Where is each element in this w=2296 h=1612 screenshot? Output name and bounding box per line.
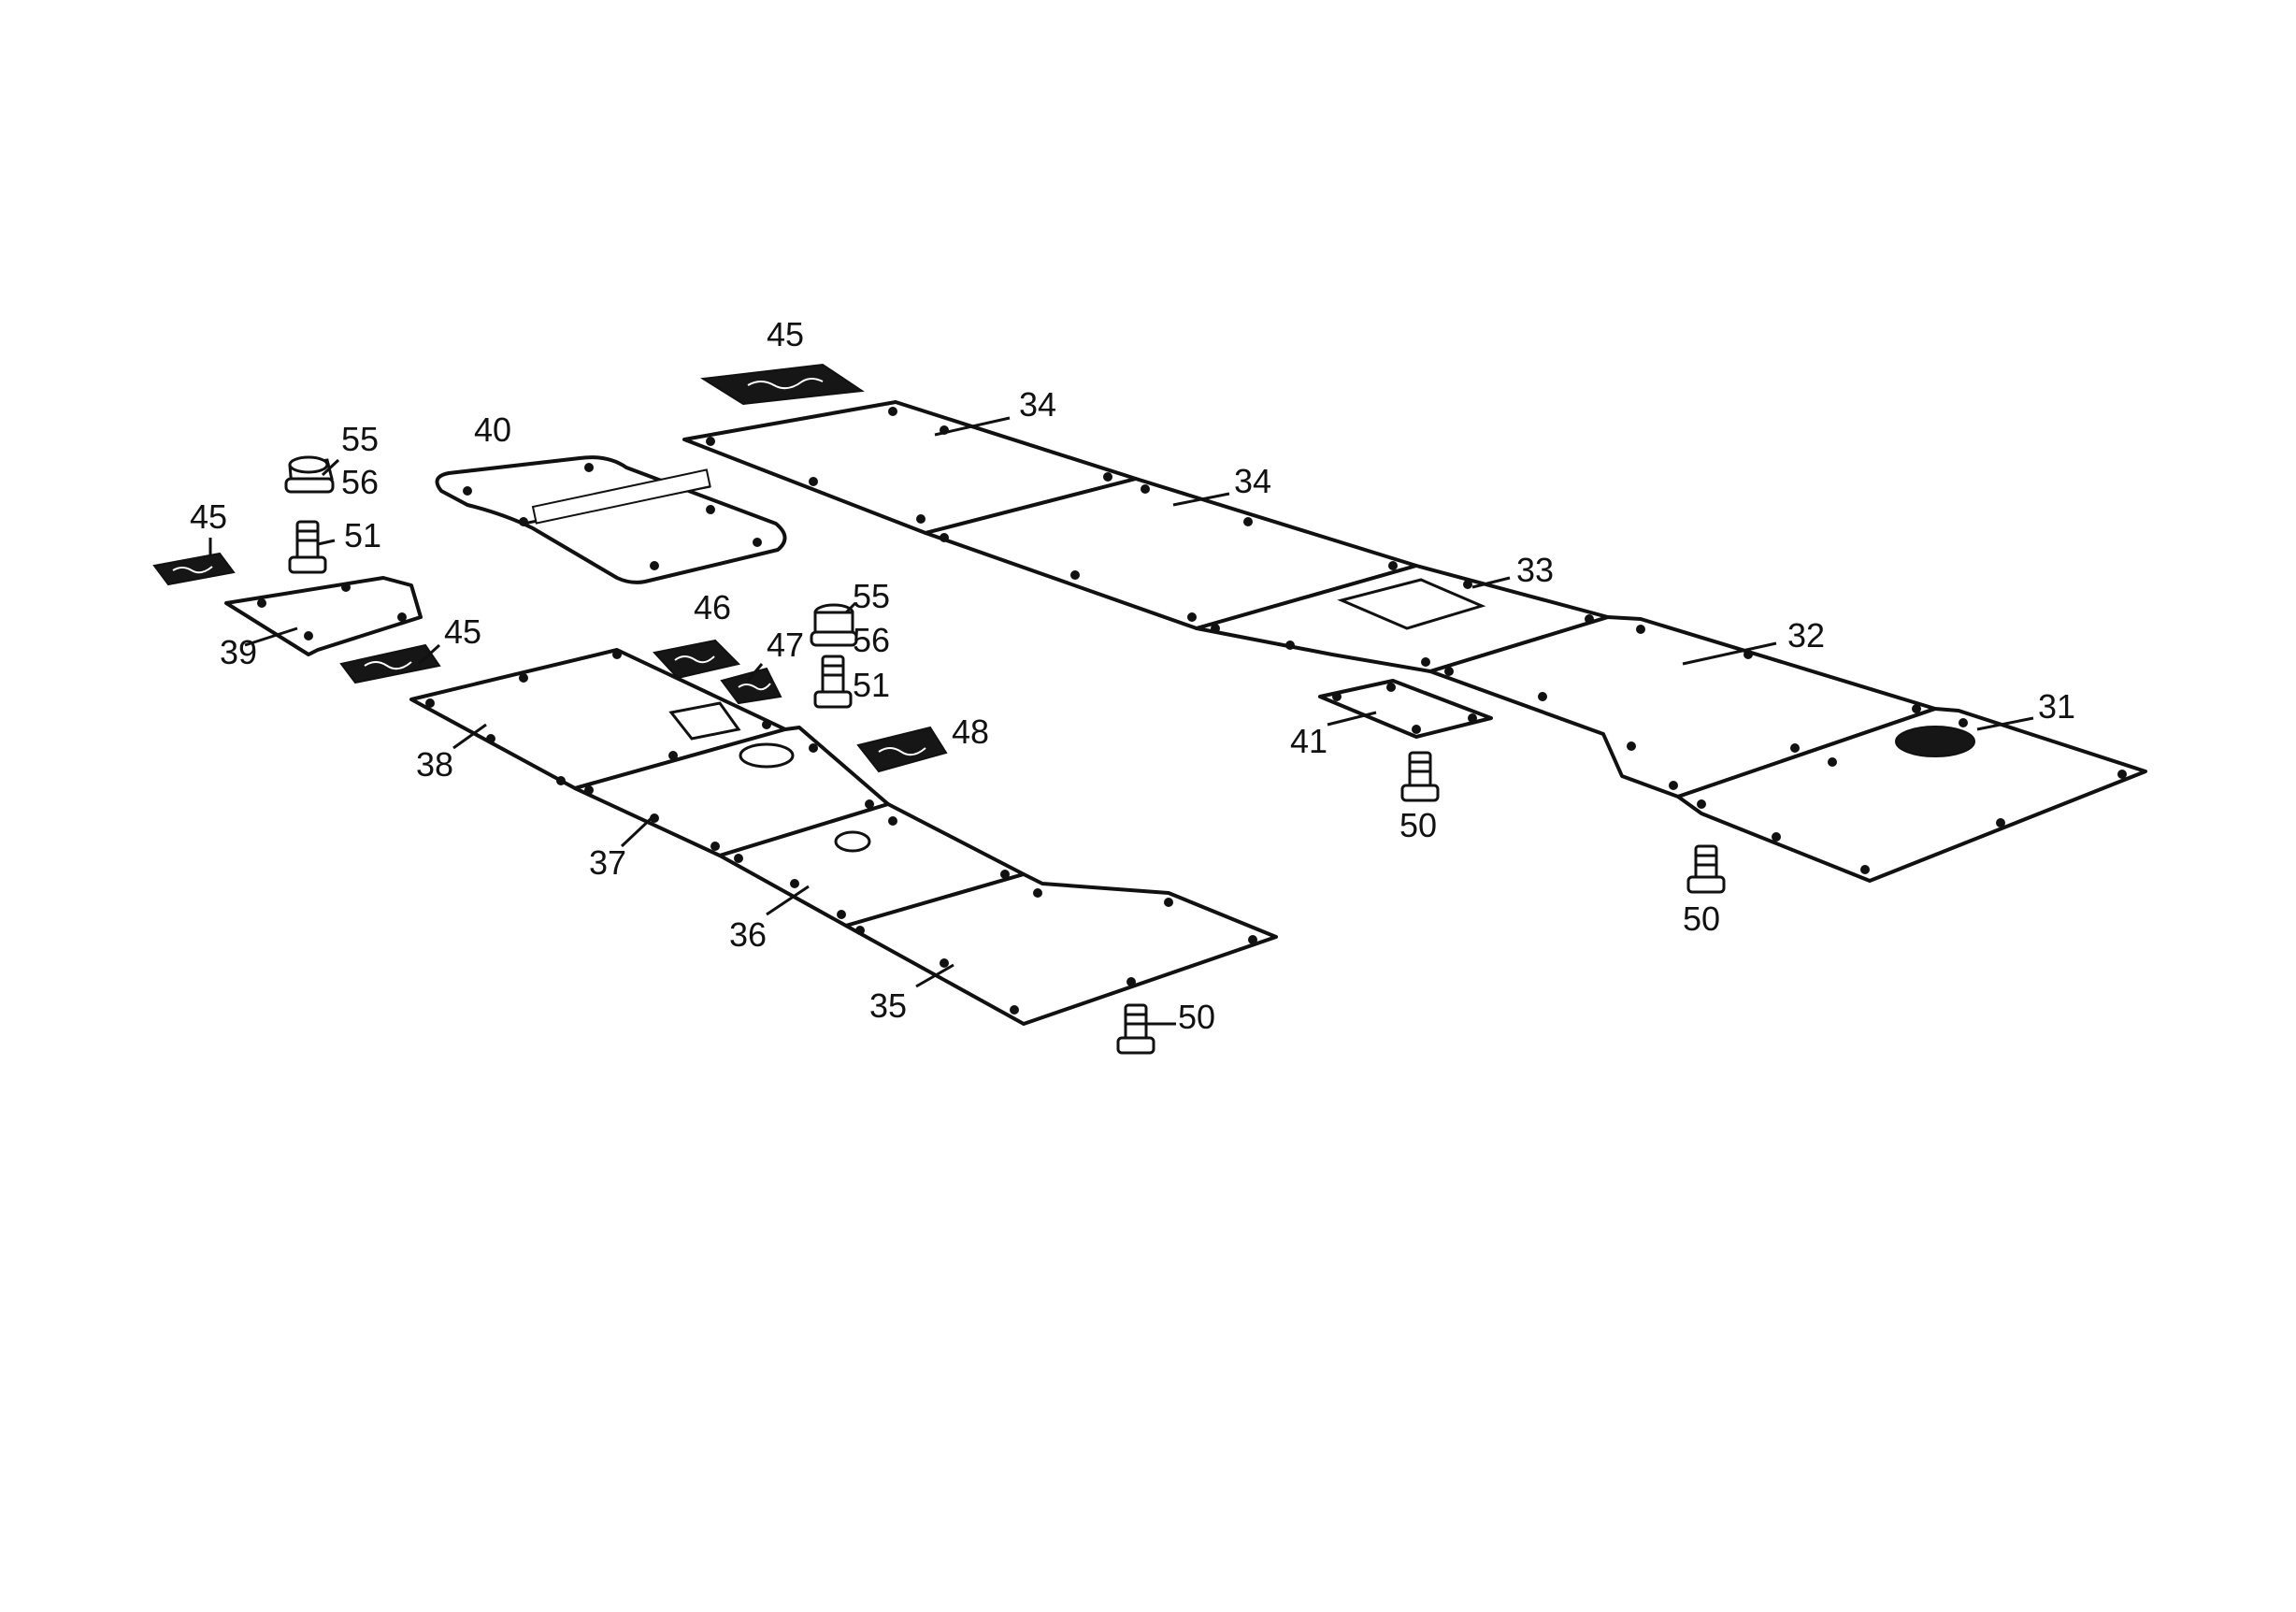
callout-31: 31 <box>2038 687 2075 726</box>
callout-45-middle: 45 <box>444 612 481 651</box>
callout-51-left: 51 <box>344 516 381 554</box>
callout-56-left: 56 <box>341 463 379 501</box>
part-35-floor-plate <box>844 872 1278 1026</box>
callout-56-center: 56 <box>853 621 890 659</box>
callout-45-left: 45 <box>190 497 227 536</box>
pad-48 <box>856 726 948 773</box>
pad-45-left <box>152 552 236 586</box>
pad-45-middle <box>339 643 441 684</box>
callout-45-top: 45 <box>767 315 804 353</box>
callout-50-middle: 50 <box>1399 806 1437 844</box>
callout-50-bottom: 50 <box>1178 998 1215 1036</box>
callout-55-left: 55 <box>341 420 379 458</box>
part-41-cover-plate <box>1318 679 1493 739</box>
callout-50-right: 50 <box>1683 900 1720 938</box>
callout-32: 32 <box>1787 616 1825 655</box>
part-37-floor-plate <box>573 726 890 857</box>
pad-46 <box>653 639 740 680</box>
bolt-50-right <box>1686 844 1726 894</box>
callout-34-second: 34 <box>1234 462 1271 500</box>
callout-36: 36 <box>729 915 767 954</box>
callout-38: 38 <box>416 745 453 784</box>
leader-lines <box>208 416 2034 1026</box>
callout-48: 48 <box>952 712 989 751</box>
callout-41: 41 <box>1290 722 1327 760</box>
callout-40: 40 <box>474 410 511 449</box>
part-40-hinged-hatch <box>435 455 787 584</box>
bolt-51-center <box>813 655 853 709</box>
callout-47: 47 <box>767 626 804 664</box>
callout-39: 39 <box>220 633 257 671</box>
bolt-50-bottom <box>1116 1003 1155 1055</box>
part-39-small-plate <box>224 576 423 656</box>
callout-51-center: 51 <box>853 666 890 704</box>
callout-35: 35 <box>869 986 907 1025</box>
callout-55-center: 55 <box>853 577 890 615</box>
nut-55-56-center <box>810 603 858 647</box>
bolt-51-left <box>288 520 327 574</box>
callout-labels: 45 34 34 33 32 31 41 50 50 50 35 36 37 3… <box>190 315 2075 1036</box>
part-31-floor-plate <box>1676 707 2147 883</box>
pad-47 <box>720 667 782 705</box>
callout-34-first: 34 <box>1019 385 1056 424</box>
callout-33: 33 <box>1516 551 1554 589</box>
callout-46: 46 <box>694 588 731 626</box>
nut-55-56-left <box>284 455 335 494</box>
callout-37: 37 <box>589 843 626 882</box>
pad-45-top <box>700 363 865 406</box>
bolt-50-middle <box>1400 751 1440 802</box>
